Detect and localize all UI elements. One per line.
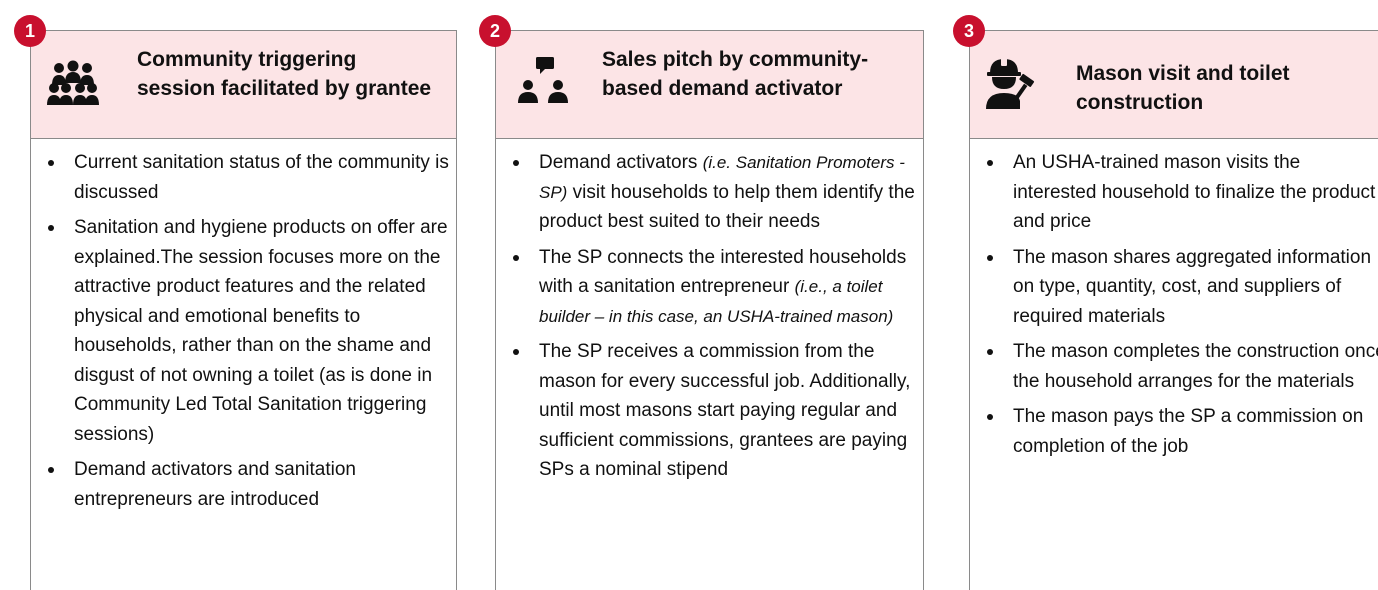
- step-1-header: Community triggering session facilitated…: [31, 31, 456, 139]
- step-2-title: Sales pitch by community-based demand ac…: [602, 48, 869, 100]
- step-2-header: Sales pitch by community-based demand ac…: [496, 31, 923, 139]
- step-1-bullet-3: Demand activators and sanitation entrepr…: [41, 455, 450, 514]
- group-icon: [47, 60, 99, 105]
- step-1-bullet-2: Sanitation and hygiene products on offer…: [41, 213, 450, 449]
- step-2-bullet-2: The SP connects the interested household…: [506, 243, 917, 332]
- step-1-bullets: Current sanitation status of the communi…: [41, 148, 450, 520]
- step-3-title: Mason visit and toilet construction: [1076, 62, 1290, 114]
- conversation-icon: [518, 57, 568, 103]
- step-3-badge: 3: [953, 15, 985, 47]
- step-3-bullet-2: The mason shares aggregated information …: [980, 243, 1378, 332]
- step-3-bullets: An USHA-trained mason visits the interes…: [980, 148, 1378, 467]
- step-2-bullets: Demand activators (i.e. Sanitation Promo…: [506, 148, 917, 491]
- mason-icon: [986, 57, 1035, 109]
- step-1-title: Community triggering session facilitated…: [137, 48, 432, 100]
- step-3-bullet-1: An USHA-trained mason visits the interes…: [980, 148, 1378, 237]
- step-3-panel: Mason visit and toilet construction An U…: [969, 30, 1378, 590]
- step-3-bullet-3: The mason completes the construction onc…: [980, 337, 1378, 396]
- step-3-header: Mason visit and toilet construction: [970, 31, 1378, 139]
- step-2-badge: 2: [479, 15, 511, 47]
- step-2-panel: Sales pitch by community-based demand ac…: [495, 30, 924, 590]
- step-1-panel: Community triggering session facilitated…: [30, 30, 457, 590]
- step-2-bullet-1: Demand activators (i.e. Sanitation Promo…: [506, 148, 917, 237]
- step-1-badge: 1: [14, 15, 46, 47]
- step-3-bullet-4: The mason pays the SP a commission on co…: [980, 402, 1378, 461]
- step-1-bullet-1: Current sanitation status of the communi…: [41, 148, 450, 207]
- step-2-bullet-3: The SP receives a commission from the ma…: [506, 337, 917, 485]
